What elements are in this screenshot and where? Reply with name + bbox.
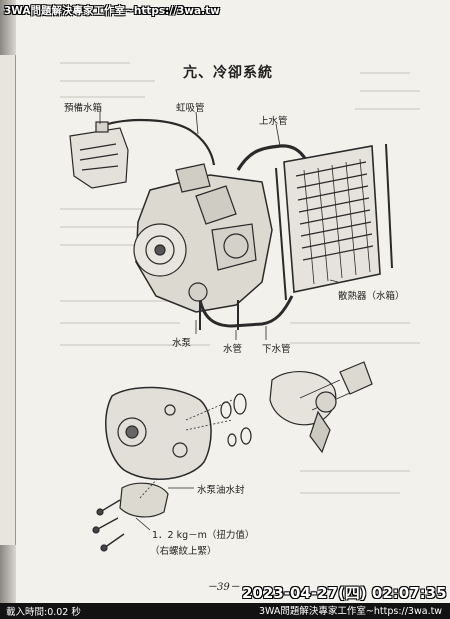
label-siphon-hose: 虹吸管 [176,103,205,114]
bleed-line [60,96,145,98]
bleed-line [60,300,190,302]
pump-housing-shape [119,482,169,518]
bleed-line [290,342,420,344]
load-time: 載入時間:0.02 秒 [6,607,81,618]
reserve-tank-shape [69,127,129,189]
pump-cover-shape [105,386,212,481]
label-lower-hose: 下水管 [262,344,291,355]
bleed-line [360,90,420,92]
section-title: 亢、冷卻系統 [183,65,273,81]
label-upper-hose: 上水管 [259,116,288,127]
bleed-line [355,108,420,110]
bleed-line [360,72,410,74]
bleed-line [60,226,160,228]
facing-page-edge [0,55,16,545]
bleed-line [60,208,170,210]
label-thread-lock: （右螺紋上緊） [150,546,217,557]
bleed-line [300,470,410,472]
label-torque-value: 1．2 kg－m（扭力值） [152,530,255,541]
bleed-line [60,322,180,324]
label-water-pump: 水泵 [172,338,192,349]
page-number: －39－ [207,582,240,593]
bleed-line [300,492,400,494]
label-reserve-tank: 預備水箱 [64,103,103,114]
label-radiator: 散熱器（水箱） [338,291,405,302]
timestamp-overlay: 2023-04-27(四) 02:07:35 [242,584,447,602]
bleed-line [290,322,410,324]
label-water-pipe: 水管 [223,344,243,355]
radiator-shape [283,145,381,293]
site-watermark: 3WA問題解決專家工作室~https://3wa.tw [4,5,220,17]
bleed-line [60,244,150,246]
bleed-line [60,62,130,64]
bleed-line [60,344,210,346]
bleed-line [60,80,155,82]
site-overlay: 3WA問題解決專家工作室~https://3wa.tw [259,606,443,617]
label-pump-seal: 水泵油水封 [197,485,245,496]
siphon-hose-shape [107,118,216,166]
status-bar [0,603,450,619]
lower-hose-shape [198,295,294,328]
